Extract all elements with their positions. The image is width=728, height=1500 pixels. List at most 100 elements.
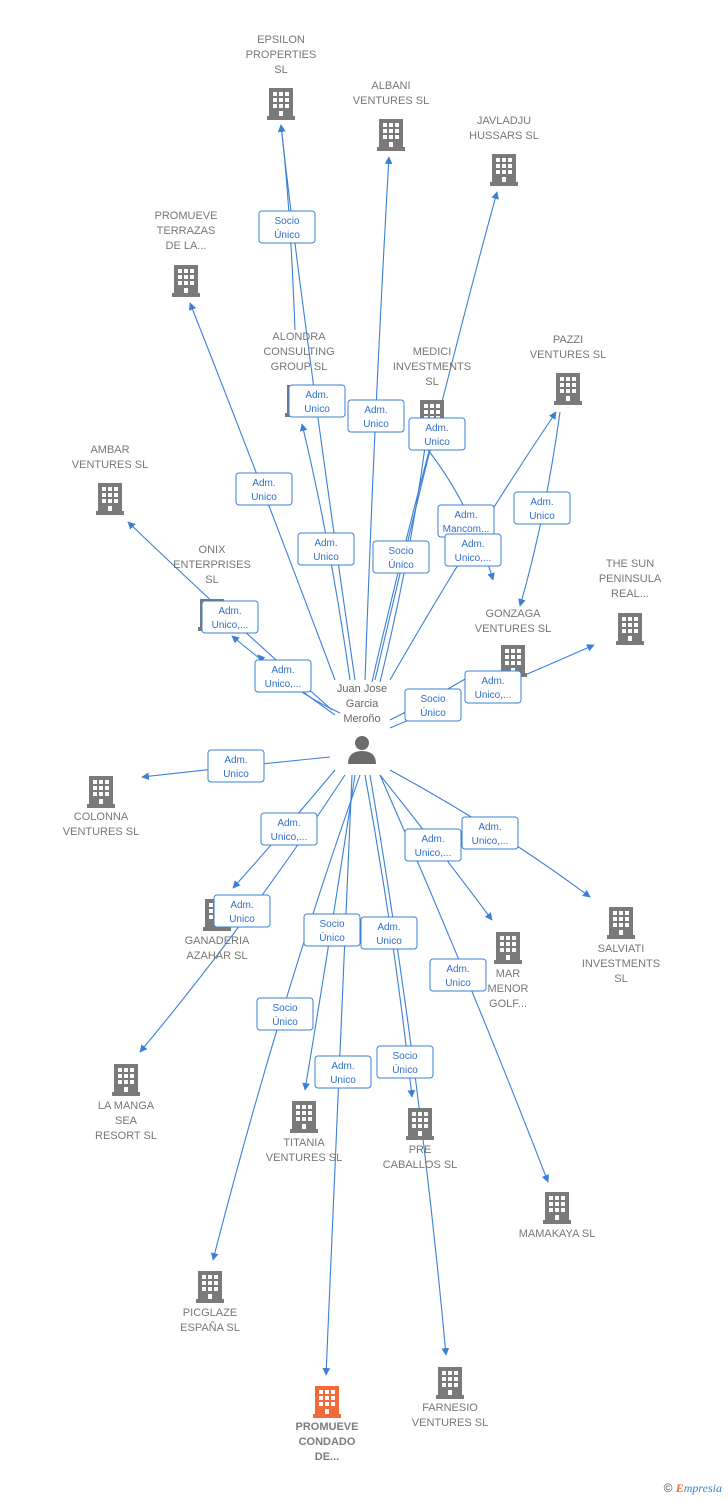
role-badge-b-condado[interactable]: Adm.Unico (314, 1055, 372, 1089)
company-node-the-sun[interactable]: THE SUNPENINSULAREAL... (599, 558, 662, 645)
role-badge-text: Socio (272, 1003, 297, 1014)
company-label-the-sun-2: REAL... (611, 588, 649, 600)
role-badge-b-mancom[interactable]: Adm.Mancom... (437, 504, 495, 538)
role-badge-text: Socio (392, 1051, 417, 1062)
role-badge-text: Unico,... (472, 836, 509, 847)
role-badge-b-colonna[interactable]: Adm.Unico (207, 749, 265, 783)
building-icon (96, 483, 124, 515)
role-badge-text: Adm. (461, 539, 484, 550)
role-badge-b-alondra2[interactable]: Adm.Unico (297, 532, 355, 566)
role-badge-text: Adm. (230, 900, 253, 911)
building-icon (112, 1064, 140, 1096)
role-badge-text: Adm. (377, 922, 400, 933)
company-label-pazzi-0: PAZZI (553, 334, 583, 346)
role-badge-b-ganaderia[interactable]: Adm.Unico,... (260, 812, 318, 846)
role-badge-text: Adm. (481, 676, 504, 687)
role-badge-b-salviati[interactable]: Adm.Unico,... (461, 816, 519, 850)
role-badge-text: Unico (304, 404, 330, 415)
role-badge-text: Unico (251, 492, 277, 503)
role-badge-text: Unico (229, 914, 255, 925)
role-badge-text: Adm. (271, 665, 294, 676)
company-label-titania-1: VENTURES SL (266, 1152, 342, 1164)
role-badge-text: Adm. (446, 964, 469, 975)
role-badge-text: Adm. (277, 818, 300, 829)
building-icon (554, 373, 582, 405)
company-label-gonzaga-0: GONZAGA (485, 608, 541, 620)
edge-14 (524, 644, 595, 676)
role-badge-b-alondra[interactable]: Adm.Unico (288, 384, 346, 418)
company-label-alondra-2: GROUP SL (271, 361, 328, 373)
role-badge-b-pazzi[interactable]: Adm.Unico (513, 491, 571, 525)
company-label-picglaze-0: PICGLAZE (183, 1307, 237, 1319)
role-badge-b-marmenor[interactable]: Adm. Unico,... (404, 828, 462, 862)
role-badge-b-lamanga[interactable]: Adm. Unico (213, 894, 271, 928)
role-badge-text: Unico,... (415, 848, 452, 859)
company-node-mar-menor[interactable]: MARMENORGOLF... (488, 932, 529, 1010)
role-badge-text: Adm. (421, 834, 444, 845)
company-label-salviati-2: SL (614, 973, 627, 985)
role-badge-b-medici[interactable]: Adm.Unico (408, 417, 466, 451)
role-badge-b-albani[interactable]: Adm.Unico (347, 399, 405, 433)
person-name-line-2: Meroño (343, 713, 380, 725)
company-node-promueve-condado[interactable]: PROMUEVECONDADODE... (296, 1386, 359, 1463)
role-badge-b-terrazas[interactable]: Adm.Unico (235, 472, 293, 506)
role-badge-text: Socio (274, 216, 299, 227)
role-badge-text: Unico (376, 936, 402, 947)
building-icon (377, 119, 405, 151)
company-label-javladju-0: JAVLADJU (477, 115, 531, 127)
role-badge-b-ambar[interactable]: Adm.Unico,... (201, 600, 259, 634)
role-badge-text: Unico,... (265, 679, 302, 690)
company-label-promueve-condado-0: PROMUEVE (296, 1421, 359, 1433)
company-label-colonna-1: VENTURES SL (63, 826, 139, 838)
role-badge-text: Adm. (530, 497, 553, 508)
company-node-mamakaya[interactable]: MAMAKAYA SL (519, 1192, 596, 1240)
role-badge-b-onix[interactable]: Adm. Unico,... (254, 659, 312, 693)
footer-credit: © Empresia (664, 1481, 722, 1496)
company-label-la-manga-0: LA MANGA (98, 1100, 155, 1112)
role-badge-text: Adm. (364, 405, 387, 416)
company-label-medici-2: SL (425, 376, 438, 388)
role-badge-b-sun[interactable]: Adm.Unico,... (464, 670, 522, 704)
company-node-pazzi[interactable]: PAZZI VENTURES SL (530, 334, 606, 405)
empresia-logo[interactable]: Empresia (675, 1481, 722, 1495)
role-badge-text: Adm. (224, 755, 247, 766)
role-badge-text: Socio (319, 919, 344, 930)
role-badge-b-medici2[interactable]: Adm.Unico,... (444, 533, 502, 567)
building-icon (267, 88, 295, 120)
role-badge-b-precab[interactable]: Adm. Unico (360, 916, 418, 950)
building-icon (87, 776, 115, 808)
company-label-mar-menor-0: MAR (496, 968, 521, 980)
company-label-medici-1: INVESTMENTS (393, 361, 471, 373)
role-badge-b-mamakaya[interactable]: Adm.Unico (429, 958, 487, 992)
company-label-pazzi-1: VENTURES SL (530, 349, 606, 361)
role-badge-text: Único (388, 558, 414, 571)
role-badge-text: Adm. (218, 606, 241, 617)
role-badge-text: Unico (424, 437, 450, 448)
role-badge-text: Unico (330, 1075, 356, 1086)
company-label-alondra-1: CONSULTING (263, 346, 334, 358)
